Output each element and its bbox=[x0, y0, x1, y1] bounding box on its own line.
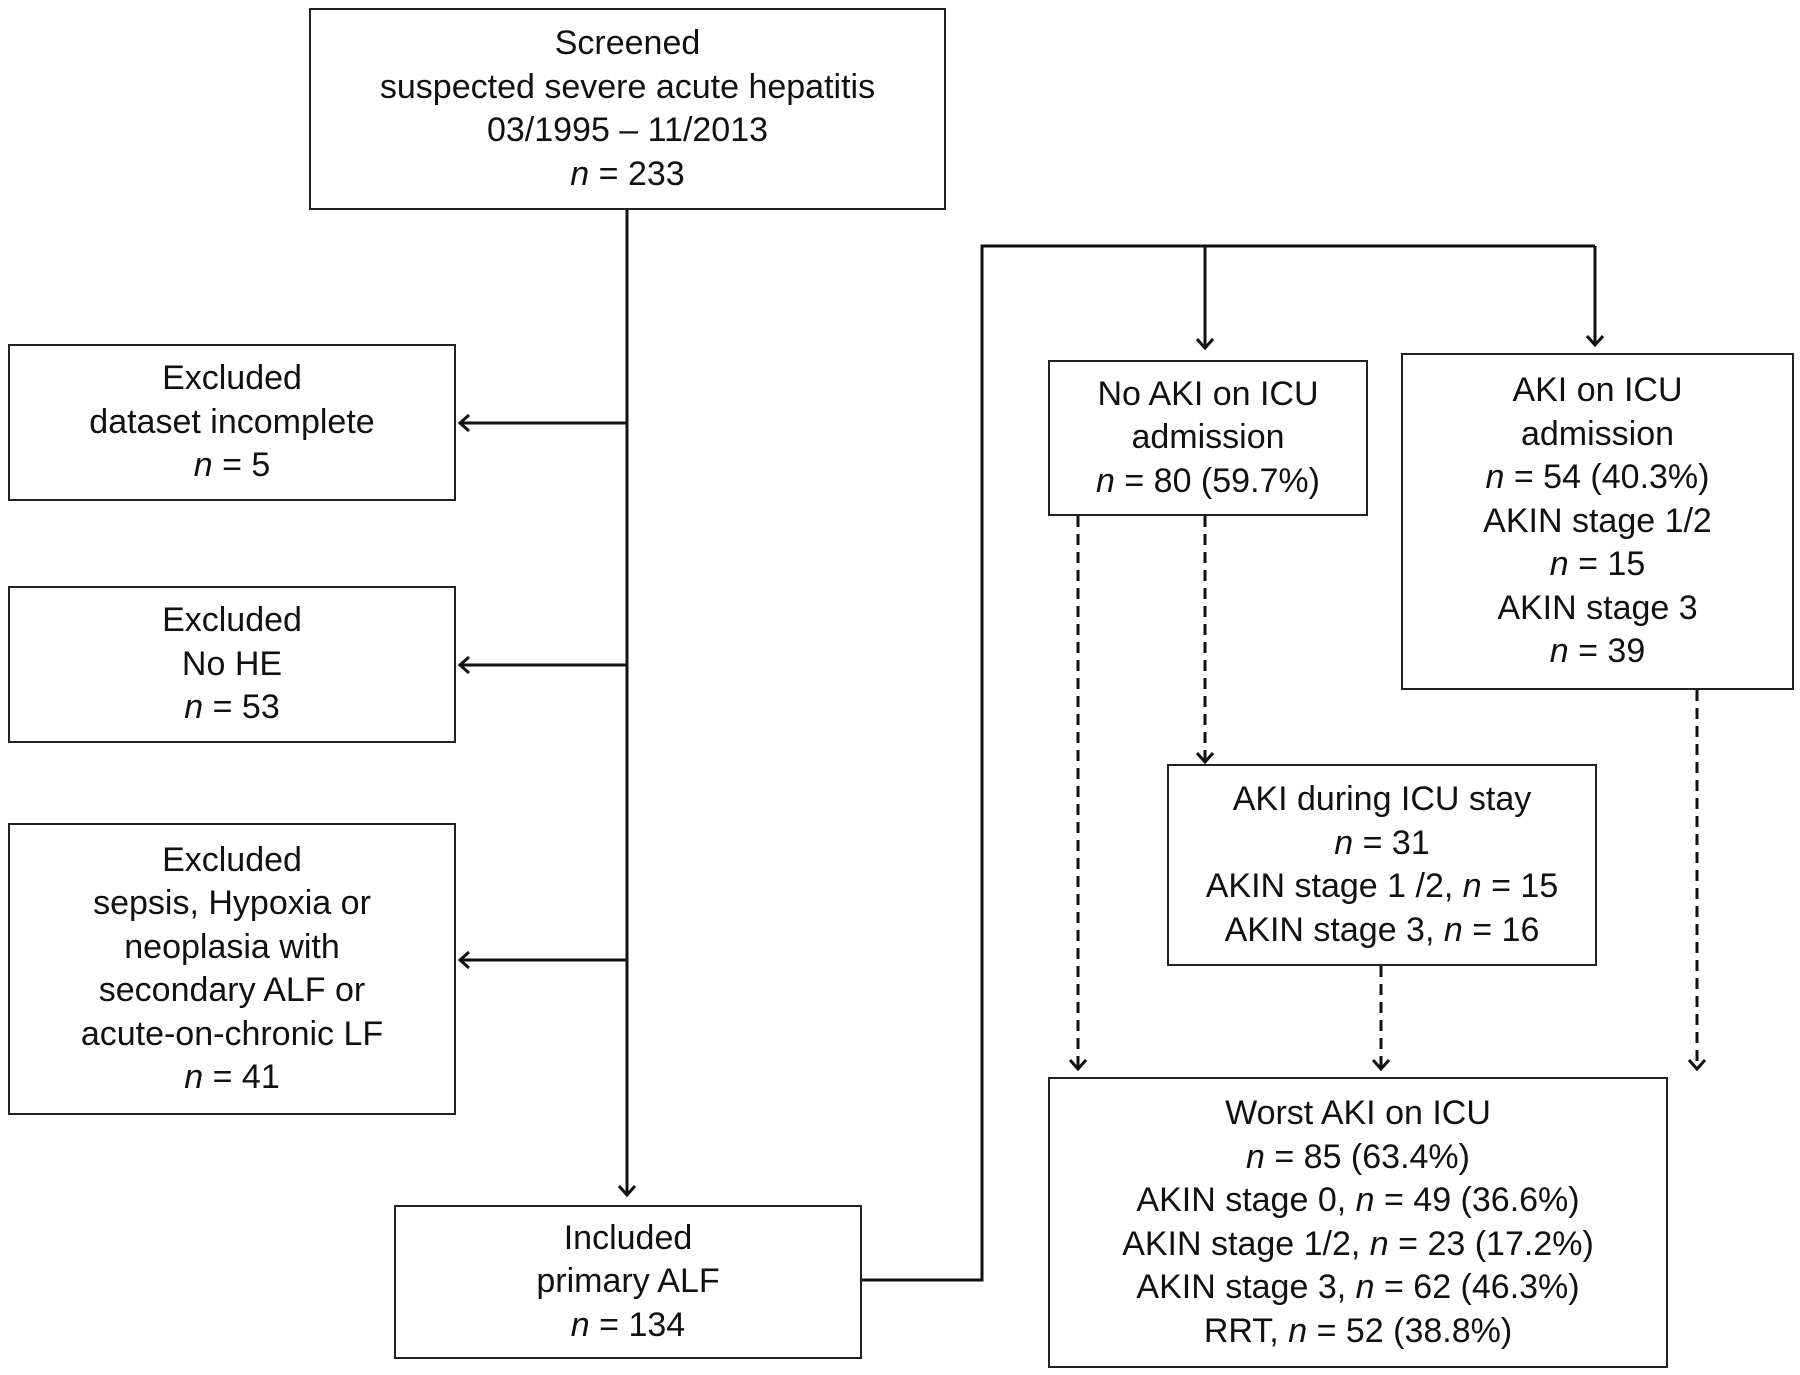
aki-admission-box: AKI on ICU admission n = 54 (40.3%) AKIN… bbox=[1401, 353, 1794, 690]
excluded-sepsis-reason-2: neoplasia with bbox=[124, 927, 340, 966]
excluded-sepsis-count: n = 41 bbox=[184, 1058, 280, 1096]
screened-date-range: 03/1995 – 11/2013 bbox=[486, 111, 769, 149]
aki-admission-stage12-count: n = 15 bbox=[1549, 545, 1646, 584]
worst-aki-count: n = 85 (63.4%) bbox=[1246, 1137, 1470, 1176]
no-aki-box: No AKI on ICU admission n = 80 (59.7%) bbox=[1048, 360, 1368, 516]
excluded-he-box: Excluded No HE n = 53 bbox=[8, 586, 456, 743]
aki-admission-count: n = 54 (40.3%) bbox=[1485, 458, 1710, 497]
included-title: Included bbox=[563, 1218, 693, 1257]
excluded-dataset-count: n = 5 bbox=[193, 446, 271, 485]
aki-admission-title: AKI on ICU bbox=[1512, 371, 1683, 410]
no-aki-count: n = 80 (59.7%) bbox=[1096, 461, 1320, 500]
worst-aki-title: Worst AKI on ICU bbox=[1225, 1094, 1491, 1132]
aki-admission-stage12-label: AKIN stage 1/2 bbox=[1483, 501, 1712, 540]
worst-aki-rrt: RRT, n = 52 (38.8%) bbox=[1203, 1311, 1513, 1350]
excluded-he-count: n = 53 bbox=[184, 688, 280, 727]
screened-title: Screened bbox=[554, 24, 701, 62]
worst-aki-stage3: AKIN stage 3, n = 62 (46.3%) bbox=[1136, 1268, 1580, 1306]
excluded-sepsis-reason-4: acute-on-chronic LF bbox=[80, 1014, 384, 1053]
aki-admission-subtitle: admission bbox=[1520, 414, 1675, 453]
aki-during-count: n = 31 bbox=[1334, 823, 1430, 862]
no-aki-subtitle: admission bbox=[1131, 418, 1285, 457]
excluded-he-title: Excluded bbox=[162, 601, 302, 640]
screened-box: Screened suspected severe acute hepatiti… bbox=[309, 8, 946, 210]
aki-during-title: AKI during ICU stay bbox=[1232, 780, 1532, 818]
worst-aki-stage0: AKIN stage 0, n = 49 (36.6%) bbox=[1136, 1181, 1580, 1219]
aki-admission-stage3-label: AKIN stage 3 bbox=[1497, 588, 1698, 627]
included-description: primary ALF bbox=[536, 1262, 720, 1301]
no-aki-title: No AKI on ICU bbox=[1097, 374, 1319, 413]
worst-aki-stage12: AKIN stage 1/2, n = 23 (17.2%) bbox=[1122, 1224, 1594, 1263]
aki-during-stage3: AKIN stage 3, n = 16 bbox=[1224, 910, 1540, 949]
excluded-sepsis-reason-1: sepsis, Hypoxia or bbox=[93, 884, 371, 922]
excluded-sepsis-reason-3: secondary ALF or bbox=[98, 971, 366, 1009]
aki-admission-stage3-count: n = 39 bbox=[1549, 632, 1646, 671]
excluded-he-reason: No HE bbox=[181, 644, 283, 683]
excluded-dataset-title: Excluded bbox=[162, 359, 302, 398]
excluded-dataset-box: Excluded dataset incomplete n = 5 bbox=[8, 344, 456, 501]
worst-aki-box: Worst AKI on ICU n = 85 (63.4%) AKIN sta… bbox=[1048, 1077, 1668, 1368]
included-count: n = 134 bbox=[570, 1305, 686, 1344]
screened-description: suspected severe acute hepatitis bbox=[379, 67, 876, 106]
included-box: Included primary ALF n = 134 bbox=[394, 1205, 862, 1359]
excluded-sepsis-title: Excluded bbox=[162, 840, 302, 879]
aki-during-box: AKI during ICU stay n = 31 AKIN stage 1 … bbox=[1167, 764, 1597, 966]
excluded-dataset-reason: dataset incomplete bbox=[89, 402, 375, 441]
aki-during-stage12: AKIN stage 1 /2, n = 15 bbox=[1205, 867, 1559, 905]
screened-count: n = 233 bbox=[570, 154, 685, 193]
included-to-split-line bbox=[862, 244, 1595, 1282]
excluded-sepsis-box: Excluded sepsis, Hypoxia or neoplasia wi… bbox=[8, 823, 456, 1115]
